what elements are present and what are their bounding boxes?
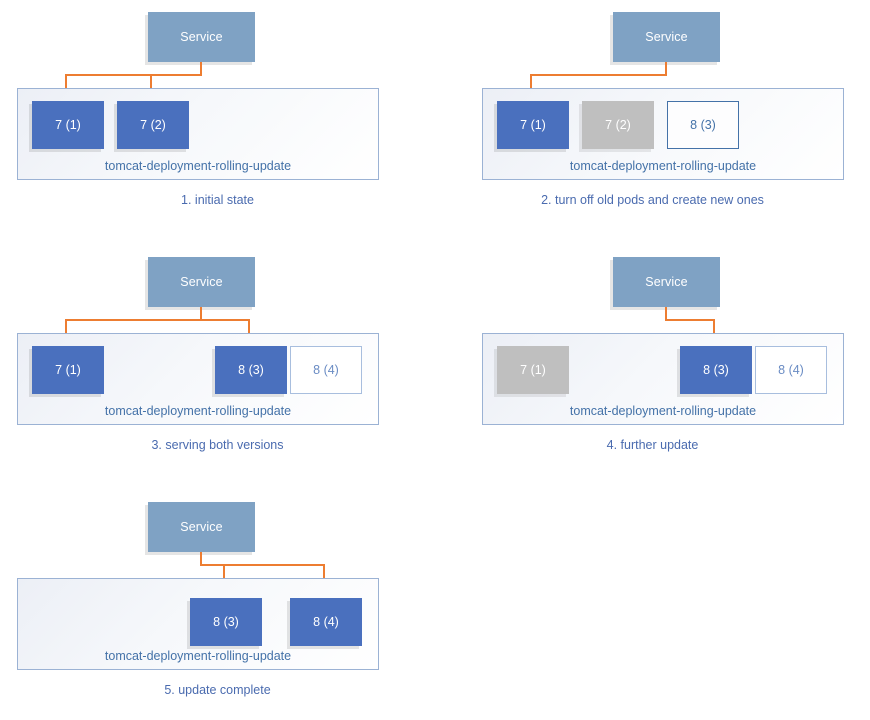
deployment-name-label: tomcat-deployment-rolling-update xyxy=(569,158,757,173)
pod-label: 8 (4) xyxy=(778,362,804,377)
connector-trunk xyxy=(200,307,202,321)
connector-branch-2 xyxy=(323,564,325,588)
pod-label: 7 (1) xyxy=(55,117,81,132)
panel-caption: 2. turn off old pods and create new ones xyxy=(541,193,764,207)
service-box: Service xyxy=(148,12,255,62)
connector-trunk xyxy=(665,307,667,321)
pod-label: 8 (4) xyxy=(313,362,339,377)
panel-caption: 4. further update xyxy=(606,438,699,452)
pod-7-2: 7 (2) xyxy=(582,101,654,149)
connector-branch-1 xyxy=(713,319,715,337)
pod-8-4: 8 (4) xyxy=(755,346,827,394)
pod-7-1: 7 (1) xyxy=(32,346,104,394)
service-label: Service xyxy=(645,274,688,289)
connector-spine xyxy=(530,74,667,76)
panel-further-update: Service tomcat-deployment-rolling-update… xyxy=(435,245,870,475)
pod-8-4: 8 (4) xyxy=(290,598,362,646)
connector-trunk xyxy=(665,62,667,76)
connector-branch-1 xyxy=(65,319,67,337)
pod-label: 7 (1) xyxy=(55,362,81,377)
service-label: Service xyxy=(180,29,223,44)
pod-8-3: 8 (3) xyxy=(190,598,262,646)
pod-label: 8 (3) xyxy=(690,117,716,132)
pod-7-1: 7 (1) xyxy=(32,101,104,149)
connector-trunk xyxy=(200,62,202,76)
pod-8-4: 8 (4) xyxy=(290,346,362,394)
pod-label: 8 (3) xyxy=(213,614,239,629)
panel-caption: 3. serving both versions xyxy=(151,438,284,452)
pod-label: 8 (4) xyxy=(313,614,339,629)
pod-8-3: 8 (3) xyxy=(680,346,752,394)
connector-branch-1 xyxy=(530,74,532,92)
connector-spine xyxy=(65,74,202,76)
deployment-name-label: tomcat-deployment-rolling-update xyxy=(104,648,292,663)
pod-label: 8 (3) xyxy=(238,362,264,377)
connector-branch-2 xyxy=(248,319,250,337)
pod-label: 7 (2) xyxy=(140,117,166,132)
service-label: Service xyxy=(180,519,223,534)
pod-label: 8 (3) xyxy=(703,362,729,377)
service-box: Service xyxy=(148,257,255,307)
connector-branch-2 xyxy=(150,74,152,92)
service-label: Service xyxy=(180,274,223,289)
pod-7-2: 7 (2) xyxy=(117,101,189,149)
panel-serving-both-versions: Service tomcat-deployment-rolling-update… xyxy=(0,245,435,475)
pod-8-3: 8 (3) xyxy=(215,346,287,394)
pod-label: 7 (1) xyxy=(520,117,546,132)
service-label: Service xyxy=(645,29,688,44)
panel-initial-state: Service tomcat-deployment-rolling-update… xyxy=(0,0,435,230)
pod-7-1: 7 (1) xyxy=(497,346,569,394)
deployment-name-label: tomcat-deployment-rolling-update xyxy=(569,403,757,418)
service-box: Service xyxy=(148,502,255,552)
panel-turn-off-old-pods: Service tomcat-deployment-rolling-update… xyxy=(435,0,870,230)
service-box: Service xyxy=(613,12,720,62)
panel-update-complete: Service tomcat-deployment-rolling-update… xyxy=(0,490,435,720)
connector-spine xyxy=(65,319,250,321)
connector-trunk xyxy=(200,552,202,566)
connector-spine xyxy=(200,564,325,566)
panel-caption: 5. update complete xyxy=(164,683,271,697)
pod-label: 7 (1) xyxy=(520,362,546,377)
panel-caption: 1. initial state xyxy=(181,193,254,207)
pod-7-1: 7 (1) xyxy=(497,101,569,149)
pod-label: 7 (2) xyxy=(605,117,631,132)
connector-branch-1 xyxy=(223,564,225,588)
pod-8-3: 8 (3) xyxy=(667,101,739,149)
connector-spine xyxy=(665,319,715,321)
connector-branch-1 xyxy=(65,74,67,92)
deployment-name-label: tomcat-deployment-rolling-update xyxy=(104,158,292,173)
service-box: Service xyxy=(613,257,720,307)
deployment-name-label: tomcat-deployment-rolling-update xyxy=(104,403,292,418)
